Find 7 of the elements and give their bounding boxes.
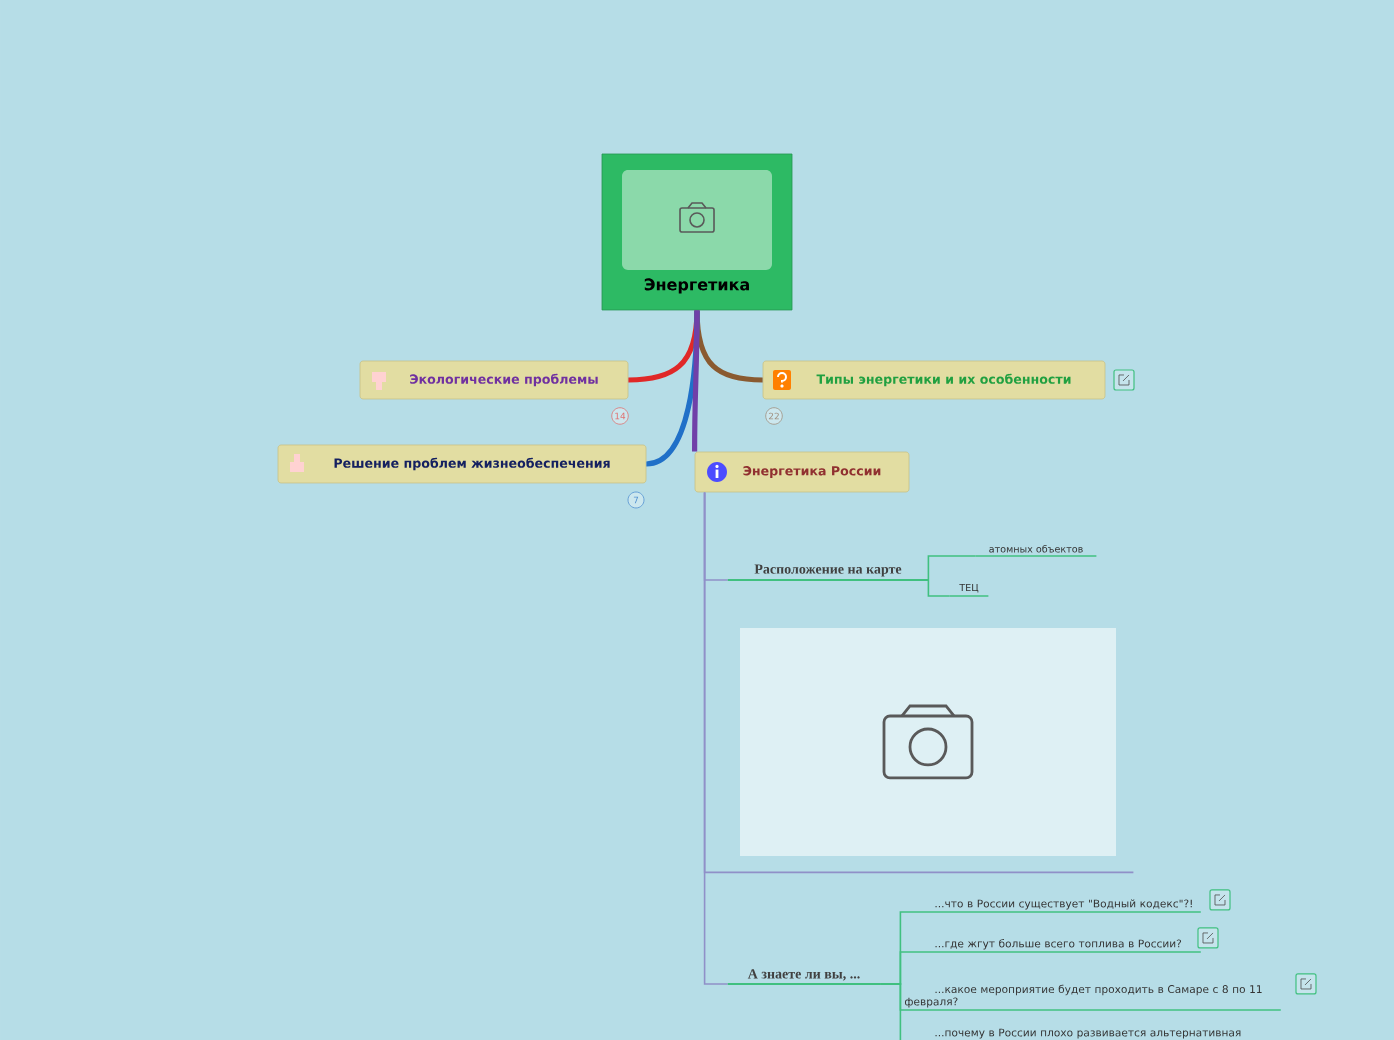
connector bbox=[692, 310, 700, 452]
connector bbox=[927, 555, 977, 581]
root-box: Энергетика bbox=[601, 153, 793, 311]
picture bbox=[740, 628, 1116, 856]
connector bbox=[879, 983, 905, 1040]
connector bbox=[927, 579, 951, 597]
connector bbox=[703, 491, 729, 985]
